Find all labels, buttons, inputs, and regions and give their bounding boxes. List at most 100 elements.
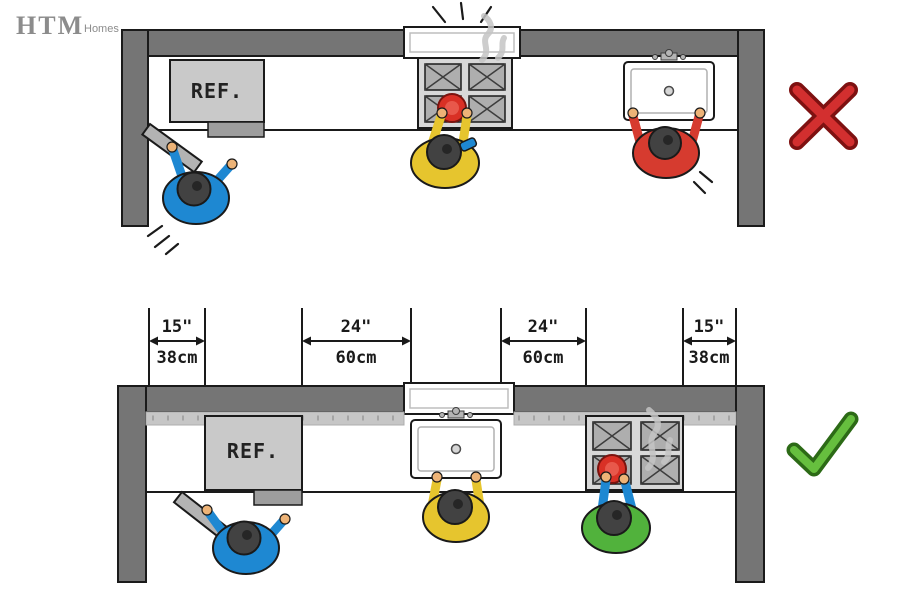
red-x-icon [789, 82, 858, 150]
dimension-annotations: 15" 38cm 24" 60cm 24" 60cm [148, 308, 737, 386]
person-stove [410, 107, 480, 189]
hand [618, 473, 630, 485]
hair-whorl [453, 499, 463, 509]
window-inner-pane [409, 388, 509, 409]
burner-cross [640, 455, 680, 485]
refrigerator-label: REF. [227, 439, 279, 463]
hand [436, 107, 448, 119]
person-sink [627, 107, 714, 195]
burner [468, 63, 506, 91]
burner-cross [592, 421, 632, 451]
dimension-inches-label: 24" [528, 317, 559, 337]
refrigerator-door-closed [253, 489, 303, 506]
hand [226, 158, 238, 170]
refrigerator-body [169, 59, 265, 123]
sink [410, 407, 502, 479]
dimension-inches-label: 24" [341, 317, 372, 337]
steam-icon [661, 437, 673, 465]
scene-incorrect: REF. [121, 1, 858, 256]
refrigerator-door-closed [207, 121, 265, 138]
hair-whorl [663, 135, 673, 145]
burner [468, 95, 506, 123]
dimension-cm-label: 38cm [689, 348, 730, 368]
sink-basin-inner [417, 426, 495, 472]
dimension-cm-label: 60cm [523, 348, 564, 368]
person-fridge [201, 504, 291, 575]
pot-center [445, 101, 459, 115]
left-wall [121, 29, 149, 227]
dimension-inches-label: 15" [162, 317, 193, 337]
scene-correct: 15" 38cm 24" 60cm 24" 60cm [117, 308, 859, 583]
hair-whorl [612, 510, 622, 520]
hand [600, 471, 612, 483]
refrigerator-label: REF. [191, 79, 243, 103]
green-check-icon [786, 411, 859, 477]
arrowhead-icon [683, 336, 692, 346]
person-sink [422, 471, 490, 543]
person-stove [581, 471, 651, 554]
hair-whorl [242, 530, 252, 540]
faucet-spout [665, 49, 673, 57]
top-wall-left-segment [117, 385, 405, 413]
top-wall-left-segment [129, 29, 405, 57]
dimension-3: 24" 60cm [500, 308, 587, 386]
dimension-inches-label: 15" [694, 317, 725, 337]
arrowhead-icon [149, 336, 158, 346]
faucet-spout [452, 407, 460, 415]
faucet-handle [467, 412, 473, 418]
person-fridge [146, 141, 238, 256]
sink-basin-inner [630, 68, 708, 114]
dimension-cm-label: 60cm [336, 348, 377, 368]
dimension-2: 24" 60cm [301, 308, 412, 386]
steam-icon [645, 407, 661, 471]
hair-whorl [192, 181, 202, 191]
hand [627, 107, 639, 119]
refrigerator: REF. [140, 59, 265, 174]
hand [694, 107, 706, 119]
right-wall [735, 385, 765, 583]
arrowhead-icon [196, 336, 205, 346]
red-x-stroke [792, 85, 855, 147]
hand [279, 513, 291, 525]
top-wall-right-segment [513, 385, 765, 413]
steam-icon [479, 13, 494, 63]
window-rays-icon [431, 1, 493, 24]
burner [592, 421, 632, 451]
annoyance-marks-icon [692, 170, 714, 195]
steam-icon [495, 35, 507, 61]
stove [417, 13, 513, 129]
faucet-handle [680, 54, 686, 60]
arrowhead-icon [402, 336, 411, 346]
logo-brand-text: HTM [16, 11, 84, 40]
arrowhead-icon [302, 336, 311, 346]
arrowhead-icon [727, 336, 736, 346]
hand [166, 141, 178, 153]
burner-cross [468, 95, 506, 123]
faucet-handle [439, 412, 445, 418]
dimension-cm-label: 38cm [157, 348, 198, 368]
dimension-1: 15" 38cm [148, 308, 206, 386]
logo: HTM Homes [16, 11, 119, 40]
hand [470, 471, 482, 483]
hand [431, 471, 443, 483]
green-check-stroke [790, 415, 855, 473]
annoyance-marks-icon [146, 224, 180, 256]
arrowhead-icon [577, 336, 586, 346]
burner-cross [424, 63, 462, 91]
sink [623, 49, 715, 121]
dimension-4: 15" 38cm [682, 308, 737, 386]
refrigerator-body [204, 415, 303, 491]
window-inner-pane [409, 32, 515, 53]
faucet-handle [652, 54, 658, 60]
hair-whorl [442, 144, 452, 154]
right-wall [737, 29, 765, 227]
arrowhead-icon [501, 336, 510, 346]
burner-cross [468, 63, 506, 91]
drain [450, 443, 462, 455]
hand [201, 504, 213, 516]
drain [663, 85, 675, 97]
left-wall [117, 385, 147, 583]
hand [461, 107, 473, 119]
burner [424, 63, 462, 91]
